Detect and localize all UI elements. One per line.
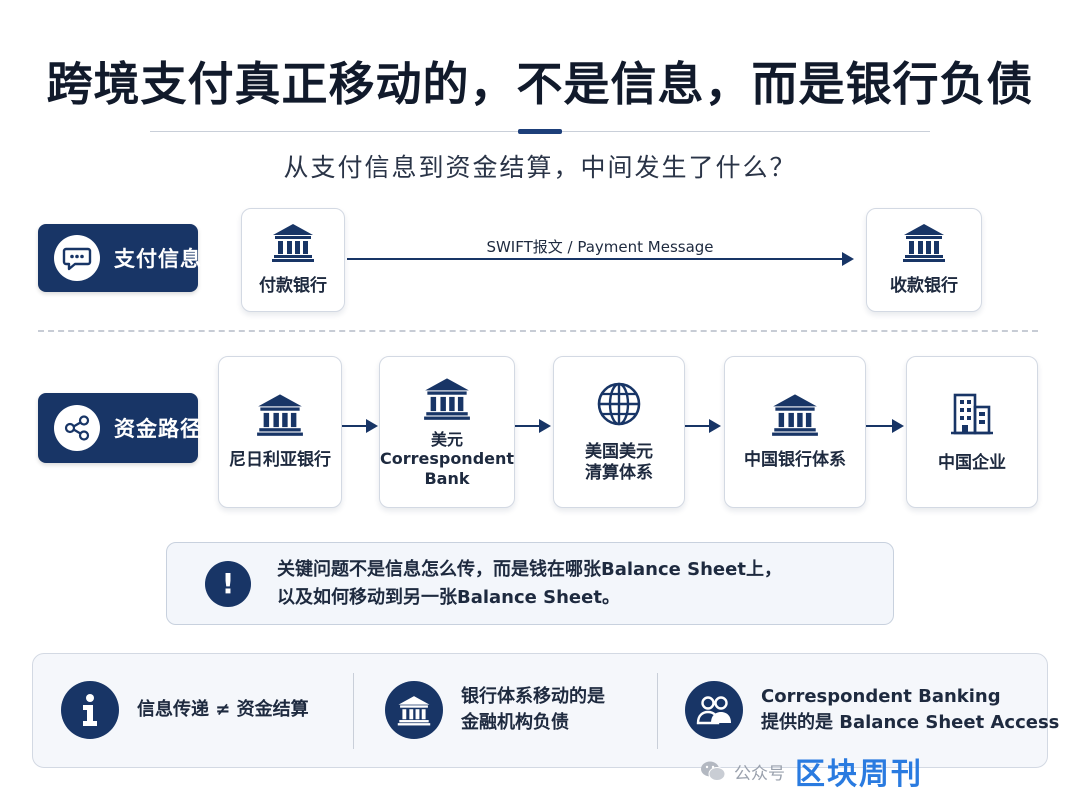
label-payment-message: 支付信息 bbox=[38, 224, 201, 292]
key-question-line: 关键问题不是信息怎么传，而是钱在哪张Balance Sheet上， bbox=[277, 558, 782, 580]
key-question-text: 关键问题不是信息怎么传，而是钱在哪张Balance Sheet上， 以及如何移动… bbox=[277, 556, 782, 612]
summary-line: 银行体系移动的是 bbox=[461, 686, 605, 707]
card-payer-bank: 付款银行 bbox=[241, 208, 345, 312]
bank-icon bbox=[423, 376, 471, 424]
summary-line: 金融机构负债 bbox=[461, 712, 569, 733]
label-text: 资金路径 bbox=[114, 417, 202, 441]
flow-arrow-line bbox=[342, 425, 368, 427]
key-question-box: ! 关键问题不是信息怎么传，而是钱在哪张Balance Sheet上， 以及如何… bbox=[166, 542, 894, 625]
flow-arrow-head bbox=[892, 419, 904, 433]
bank-icon bbox=[271, 222, 315, 266]
summary-divider bbox=[353, 673, 354, 749]
summary-item-bank: 银行体系移动的是 金融机构负债 bbox=[385, 681, 605, 739]
step-nigeria-bank: 尼日利亚银行 bbox=[218, 356, 342, 508]
watermark-brand: 区块周刊 bbox=[795, 757, 923, 792]
step-china-enterprise: 中国企业 bbox=[906, 356, 1038, 508]
exclamation-icon: ! bbox=[205, 560, 251, 607]
flow-arrow-head bbox=[709, 419, 721, 433]
step-label: 尼日利亚银行 bbox=[229, 450, 331, 471]
summary-bar: 信息传递 ≠ 资金结算 银行体系移动的是 金融机构负债 Corresponden… bbox=[32, 653, 1059, 768]
watermark-account: 公众号 bbox=[734, 763, 785, 784]
key-question-line: 以及如何移动到另一张Balance Sheet。 bbox=[277, 586, 620, 608]
step-label: 美元 Correspondent Bank bbox=[379, 430, 515, 488]
flow-arrow-line bbox=[685, 425, 711, 427]
step-usd-correspondent-bank: 美元 Correspondent Bank bbox=[379, 356, 515, 508]
info-icon bbox=[61, 681, 119, 739]
flow-arrow-line bbox=[515, 425, 541, 427]
page-title: 跨境支付真正移动的，不是信息，而是银行负债 bbox=[46, 57, 1034, 111]
summary-item-info: 信息传递 ≠ 资金结算 bbox=[61, 681, 309, 739]
step-china-banking-system: 中国银行体系 bbox=[724, 356, 866, 508]
page-subtitle: 从支付信息到资金结算，中间发生了什么？ bbox=[283, 153, 797, 182]
label-funds-path: 资金路径 bbox=[38, 393, 201, 463]
summary-item-correspondent: Correspondent Banking 提供的是 Balance Sheet… bbox=[685, 681, 1059, 739]
card-payee-bank: 收款银行 bbox=[866, 208, 982, 312]
bank-icon bbox=[902, 222, 946, 266]
flow-arrow-line bbox=[866, 425, 894, 427]
title-accent-bar bbox=[518, 129, 562, 134]
swift-message-label: SWIFT报文 / Payment Message bbox=[486, 238, 714, 256]
step-label: 美国美元 清算体系 bbox=[585, 441, 653, 483]
wechat-icon bbox=[700, 760, 726, 782]
step-us-dollar-clearing: 美国美元 清算体系 bbox=[553, 356, 685, 508]
summary-divider bbox=[657, 673, 658, 749]
summary-line: Correspondent Banking bbox=[761, 686, 1001, 707]
watermark: 公众号 区块周刊 bbox=[700, 746, 1080, 796]
building-icon bbox=[947, 389, 997, 443]
summary-text: 信息传递 ≠ 资金结算 bbox=[137, 697, 309, 723]
flow-arrow-head bbox=[539, 419, 551, 433]
flow-arrow-head bbox=[366, 419, 378, 433]
bank-icon bbox=[771, 392, 819, 440]
step-label: 中国企业 bbox=[938, 453, 1006, 474]
bank-icon bbox=[256, 392, 304, 440]
chat-bubble-icon bbox=[54, 235, 100, 281]
summary-text: Correspondent Banking 提供的是 Balance Sheet… bbox=[761, 684, 1059, 736]
summary-line: 信息传递 ≠ 资金结算 bbox=[137, 699, 309, 720]
summary-text: 银行体系移动的是 金融机构负债 bbox=[461, 684, 605, 736]
label-text: 支付信息 bbox=[114, 247, 202, 271]
globe-icon bbox=[595, 380, 643, 432]
swift-arrow-line bbox=[347, 258, 843, 260]
bank-icon bbox=[385, 681, 443, 739]
card-label: 付款银行 bbox=[259, 276, 327, 297]
section-divider bbox=[38, 330, 1038, 332]
card-label: 收款银行 bbox=[890, 276, 958, 297]
step-label: 中国银行体系 bbox=[744, 450, 846, 471]
swift-arrow-head bbox=[842, 252, 854, 266]
users-icon bbox=[685, 681, 743, 739]
share-nodes-icon bbox=[54, 405, 100, 451]
summary-line: 提供的是 Balance Sheet Access bbox=[761, 712, 1060, 733]
